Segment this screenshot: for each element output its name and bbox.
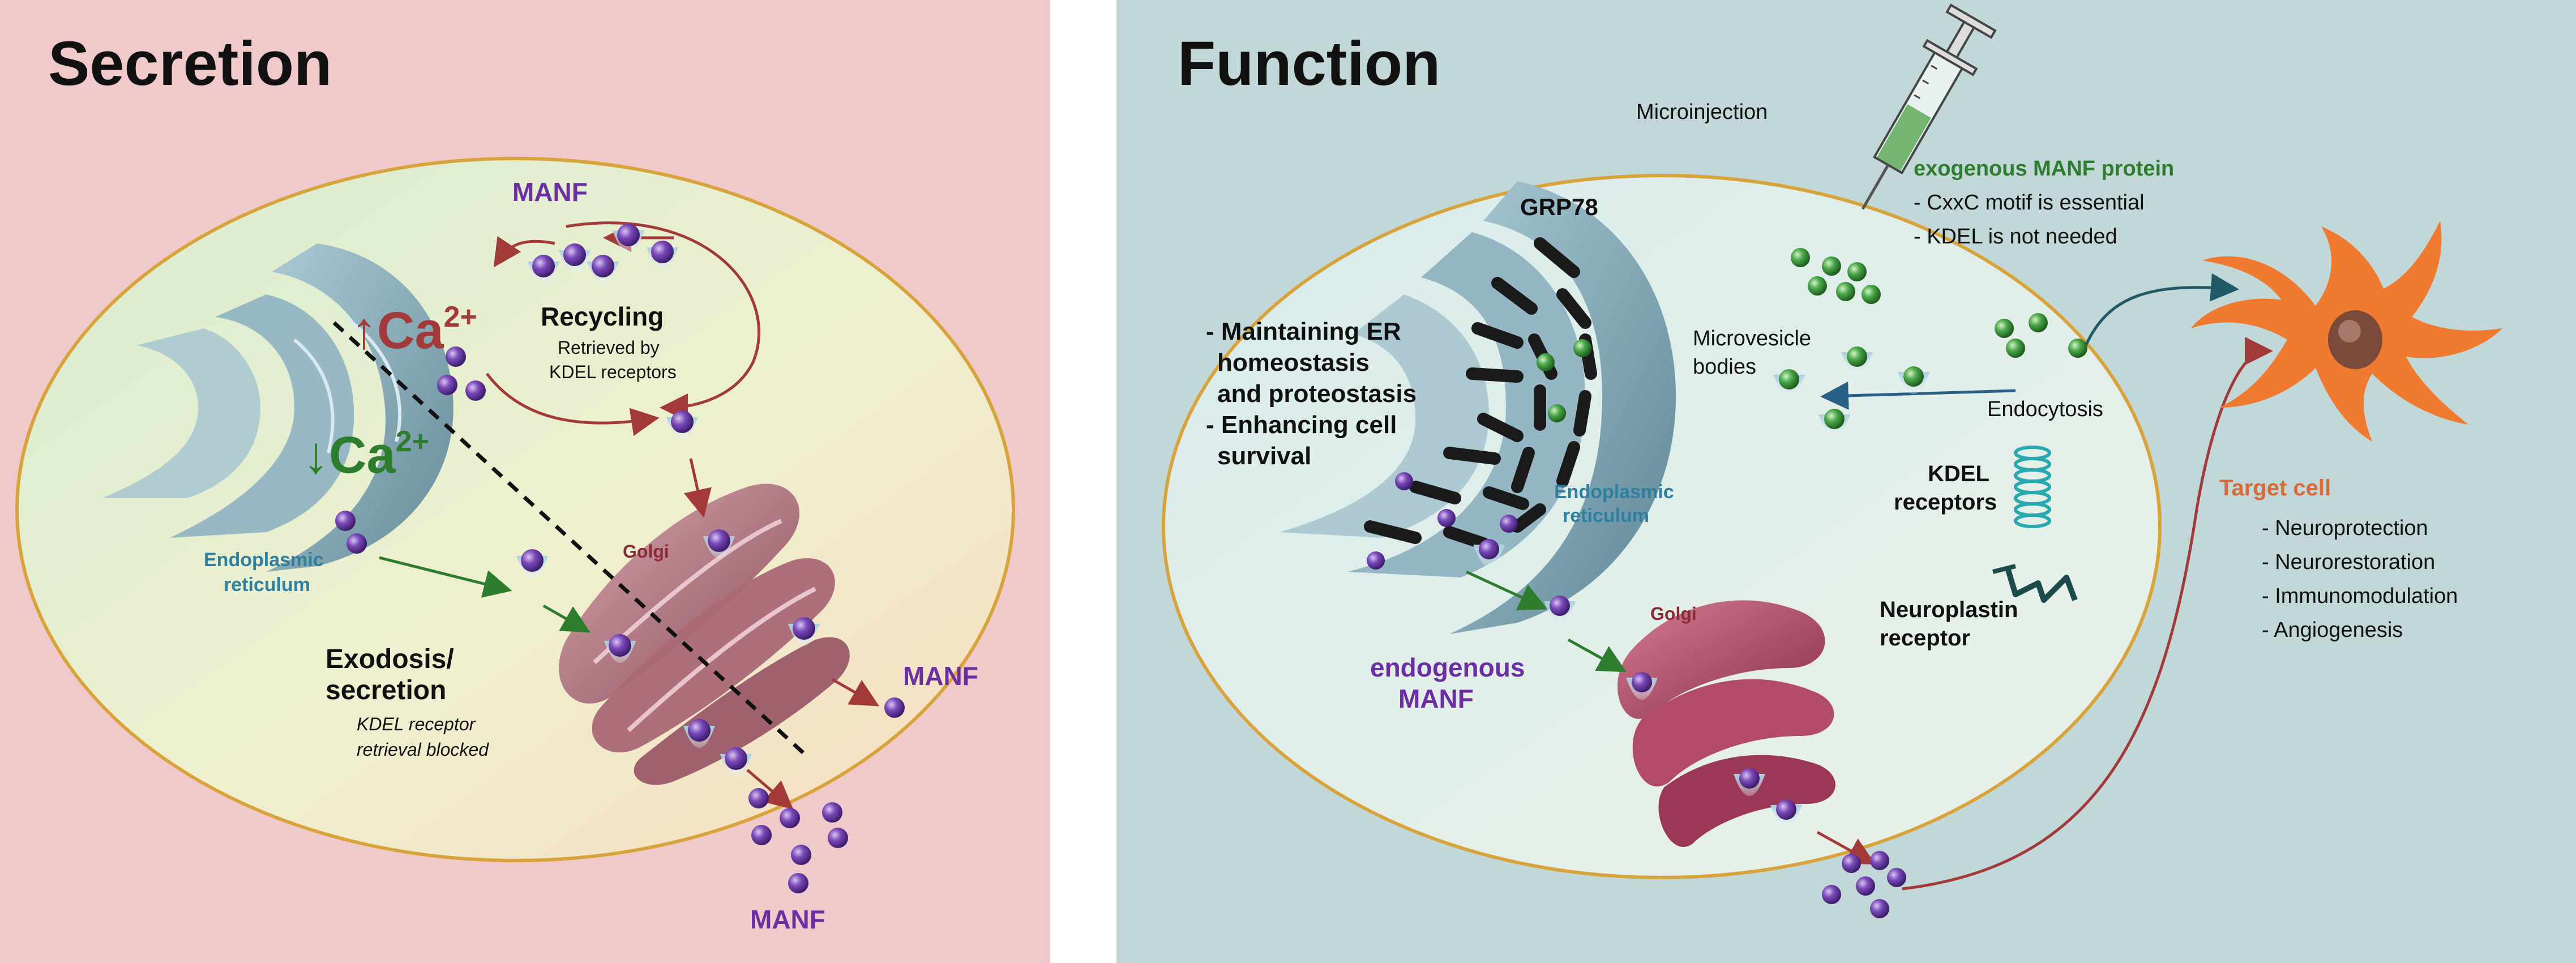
exodosis-line1: Exodosis/ [326, 644, 454, 674]
secretion-er-label1: Endoplasmic [204, 549, 324, 571]
recycling-title: Recycling [541, 302, 664, 331]
function-er-label2: reticulum [1563, 505, 1649, 527]
role-line3: and proteostasis [1217, 380, 1417, 408]
manf-label-top: MANF [512, 177, 588, 207]
endogenous-label1: endogenous [1370, 653, 1525, 682]
role-line5: survival [1217, 442, 1311, 470]
function-manf-released [1822, 851, 1906, 918]
function-title: Function [1178, 29, 1440, 99]
target-cell-title: Target cell [2219, 476, 2331, 500]
function-golgi-label: Golgi [1650, 604, 1697, 624]
exogenous-title: exogenous MANF protein [1914, 157, 2174, 181]
cxxc-note: - CxxC motif is essential [1914, 191, 2145, 215]
secretion-title: Secretion [48, 29, 332, 99]
microinjection-label: Microinjection [1636, 100, 1768, 124]
secretion-er [102, 243, 453, 572]
secretion-manf-dots [335, 346, 905, 893]
secretion-golgi-label: Golgi [623, 541, 669, 562]
microvesicle-label1: Microvesicle [1693, 327, 1811, 350]
secretion-er-label2: reticulum [224, 574, 310, 596]
ca-low-label: ↓Ca2+ [303, 425, 429, 484]
kdel-receptors-label1: KDEL [1928, 461, 1989, 486]
function-er [1280, 181, 1676, 634]
grp78-bars [1364, 237, 1597, 550]
ca-high-label: ↑Ca2+ [351, 301, 477, 359]
exogenous-manf-dots [1791, 248, 2087, 358]
endocytosis-label: Endocytosis [1987, 397, 2103, 421]
secretion-cell [15, 157, 1015, 862]
effect-item: - Angiogenesis [2262, 618, 2403, 642]
function-arrows [1465, 273, 2273, 891]
function-er-label1: Endoplasmic [1554, 481, 1674, 503]
neuroplastin-label2: receptor [1880, 626, 1970, 650]
target-cell-icon [2191, 221, 2502, 442]
kdel-not-needed-note: - KDEL is not needed [1914, 225, 2117, 249]
role-line1: - Maintaining ER [1206, 318, 1401, 345]
kdel-receptors-label2: receptors [1894, 490, 1997, 515]
role-line2: homeostasis [1217, 349, 1370, 376]
function-vesicles [1473, 539, 1802, 827]
manf-label-right: MANF [903, 661, 978, 691]
secretion-vesicles [516, 224, 820, 776]
endogenous-label2: MANF [1398, 684, 1474, 713]
exodosis-note2: retrieval blocked [357, 739, 489, 760]
recycling-line1: Retrieved by [558, 337, 660, 358]
syringe-icon [1861, 3, 1997, 210]
effect-item: - Immunomodulation [2262, 584, 2458, 608]
secretion-green-arrows [379, 556, 591, 633]
microvesicle-label2: bodies [1693, 355, 1756, 379]
function-golgi [1618, 600, 1836, 848]
role-line4: - Enhancing cell [1206, 411, 1397, 439]
recycling-line2: KDEL receptors [549, 362, 677, 382]
exodosis-line2: secretion [326, 675, 446, 705]
microvesicle-bodies [1773, 346, 1929, 436]
neuroplastin-label1: Neuroplastin [1880, 597, 2018, 622]
grp78-label: GRP78 [1520, 194, 1598, 220]
neuroplastin-receptor-icon [1992, 564, 2078, 603]
kdel-receptor-icon [2014, 446, 2051, 528]
function-panel: Function Microinjection exogenous MANF p… [1116, 0, 2576, 963]
effect-item: - Neurorestoration [2262, 550, 2435, 574]
manf-label-bottom: MANF [750, 905, 825, 934]
function-er-purple-dots [1367, 472, 1518, 570]
exodosis-note1: KDEL receptor [357, 714, 476, 734]
secretion-panel: Secretion MANF ↑Ca2+ ↓Ca2+ Recycling Ret… [0, 0, 1050, 963]
function-er-green-dots [1537, 339, 1591, 422]
effect-item: - Neuroprotection [2262, 516, 2428, 540]
